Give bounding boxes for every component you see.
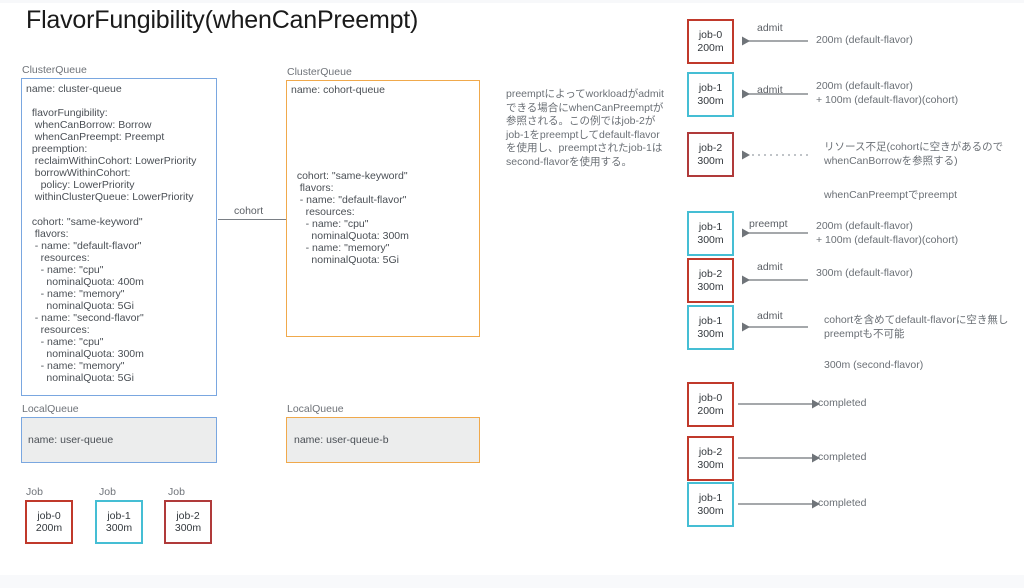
cohort-connector-label: cohort [234, 205, 264, 217]
left-cluster-queue-yaml: name: cluster-queue flavorFungibility: w… [26, 83, 197, 385]
left-local-queue-caption: LocalQueue [22, 403, 79, 415]
left-cluster-queue-caption: ClusterQueue [22, 64, 87, 76]
timeline-standalone-note-0: whenCanPreemptでpreempt [824, 189, 958, 201]
timeline-job-amount-7: 300m [697, 458, 724, 471]
timeline-note-5: cohortを含めてdefault-flavorに空き無し preemptも不可… [824, 314, 1009, 340]
page-title: FlavorFungibility(whenCanPreempt) [26, 6, 419, 34]
right-cluster-queue-box [286, 80, 480, 337]
job-palette-box-0: job-0 200m [25, 500, 73, 544]
left-cluster-queue-box [21, 78, 217, 396]
timeline-job-amount-0: 200m [697, 41, 724, 54]
timeline-job-name-4: job-2 [698, 268, 723, 280]
timeline-arrow-label-5: admit [757, 310, 783, 322]
timeline-job-name-1: job-1 [698, 82, 723, 94]
timeline-job-box-7: job-2 300m [687, 436, 734, 481]
timeline-job-name-6: job-0 [698, 392, 723, 404]
right-local-queue-yaml: name: user-queue-b [294, 434, 389, 446]
timeline-note-6: completed [818, 397, 867, 409]
timeline-job-name-3: job-1 [698, 221, 723, 233]
timeline-job-amount-6: 200m [697, 404, 724, 417]
timeline-standalone-note-1: 300m (second-flavor) [824, 359, 924, 371]
timeline-note-2: リソース不足(cohortに空きがあるので whenCanBorrowを参照する… [824, 141, 1004, 167]
right-local-queue-box [286, 417, 480, 463]
right-cluster-queue-yaml-head: name: cohort-queue [291, 84, 385, 96]
timeline-job-name-7: job-2 [698, 446, 723, 458]
timeline-job-amount-8: 300m [697, 504, 724, 517]
timeline-arrow-label-3: preempt [749, 218, 788, 230]
timeline-job-name-0: job-0 [698, 29, 723, 41]
timeline-job-name-8: job-1 [698, 492, 723, 504]
timeline-note-8: completed [818, 497, 867, 509]
job-palette-caption-1: Job [99, 486, 116, 498]
timeline-job-amount-4: 300m [697, 280, 724, 293]
job-palette-box-1: job-1 300m [95, 500, 143, 544]
timeline-arrow-label-1: admit [757, 84, 783, 96]
left-local-queue-box [21, 417, 217, 463]
timeline-arrow-label-0: admit [757, 22, 783, 34]
timeline-job-box-1: job-1 300m [687, 72, 734, 117]
timeline-arrow-label-4: admit [757, 261, 783, 273]
job-palette-amount-0: 200m [35, 522, 63, 534]
job-palette-caption-0: Job [26, 486, 43, 498]
cohort-connector-line [218, 219, 286, 220]
timeline-job-box-5: job-1 300m [687, 305, 734, 350]
timeline-job-box-4: job-2 300m [687, 258, 734, 303]
top-edge-strip [0, 0, 1024, 3]
timeline-note-7: completed [818, 451, 867, 463]
bottom-edge-strip [0, 575, 1024, 588]
job-palette-name-2: job-2 [176, 509, 200, 522]
timeline-job-name-5: job-1 [698, 315, 723, 327]
right-local-queue-caption: LocalQueue [287, 403, 344, 415]
job-palette-caption-2: Job [168, 486, 185, 498]
timeline-job-box-2: job-2 300m [687, 132, 734, 177]
job-palette-name-1: job-1 [107, 509, 131, 522]
job-palette-amount-1: 300m [105, 522, 133, 534]
job-palette-box-2: job-2 300m [164, 500, 212, 544]
left-local-queue-yaml: name: user-queue [28, 434, 114, 446]
right-cluster-queue-yaml-body: cohort: "same-keyword" flavors: - name: … [296, 170, 409, 267]
timeline-job-name-2: job-2 [698, 142, 723, 154]
job-palette-name-0: job-0 [37, 509, 61, 522]
timeline-job-amount-1: 300m [697, 94, 724, 107]
timeline-note-1: 200m (default-flavor) + 100m (default-fl… [816, 80, 959, 106]
timeline-job-amount-5: 300m [697, 327, 724, 340]
timeline-job-amount-2: 300m [697, 154, 724, 167]
timeline-note-3: 200m (default-flavor) + 100m (default-fl… [816, 220, 959, 246]
timeline-job-amount-3: 300m [697, 233, 724, 246]
timeline-job-box-6: job-0 200m [687, 382, 734, 427]
explanation-note: preemptによってworkloadがadmitできる場合にwhenCanPr… [506, 88, 664, 168]
timeline-job-box-3: job-1 300m [687, 211, 734, 256]
right-cluster-queue-caption: ClusterQueue [287, 66, 352, 78]
timeline-note-0: 200m (default-flavor) [816, 34, 913, 46]
timeline-job-box-0: job-0 200m [687, 19, 734, 64]
timeline-job-box-8: job-1 300m [687, 482, 734, 527]
timeline-note-4: 300m (default-flavor) [816, 267, 913, 279]
job-palette-amount-2: 300m [174, 522, 202, 534]
